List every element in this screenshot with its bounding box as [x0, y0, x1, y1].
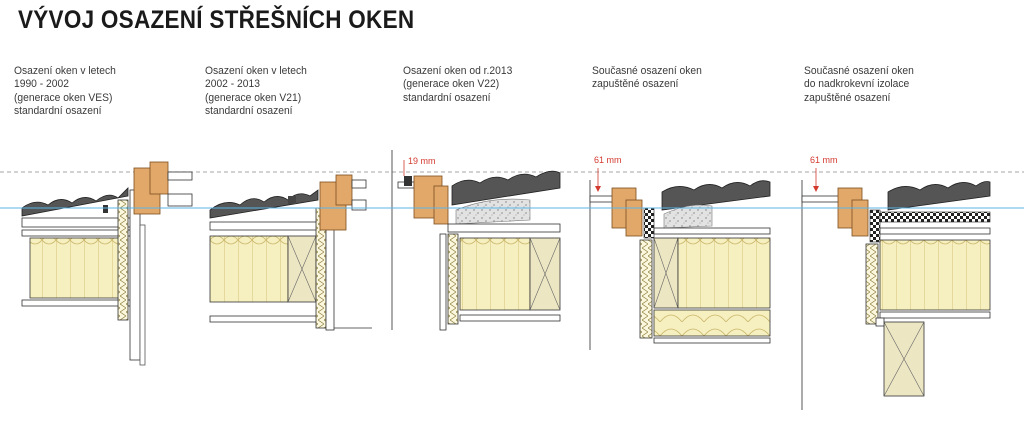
- caption-1990-2002: Osazení oken v letech 1990 - 2002 (gener…: [14, 65, 116, 118]
- caption-2002-2013: Osazení oken v letech 2002 - 2013 (gener…: [205, 65, 307, 118]
- panel-recessed: 61 mm: [589, 155, 771, 350]
- panel-2002-2013: [209, 174, 372, 331]
- panel-1990-2002: [21, 161, 193, 366]
- caption-2013: Osazení oken od r.2013 (generace oken V2…: [403, 65, 513, 104]
- dimension-label-61mm-a: 61 mm: [594, 155, 622, 165]
- caption-recessed-over-rafter: Současné osazení oken do nadkrokevní izo…: [804, 65, 914, 104]
- dimension-label-19mm: 19 mm: [408, 156, 436, 166]
- panel-recessed-over-rafter: 61 mm: [801, 155, 991, 410]
- caption-recessed: Současné osazení oken zapuštěné osazení: [592, 65, 702, 91]
- dimension-label-61mm-b: 61 mm: [810, 155, 838, 165]
- page-title: VÝVOJ OSAZENÍ STŘEŠNÍCH OKEN: [18, 6, 415, 34]
- panel-2013: 19 mm: [391, 150, 561, 331]
